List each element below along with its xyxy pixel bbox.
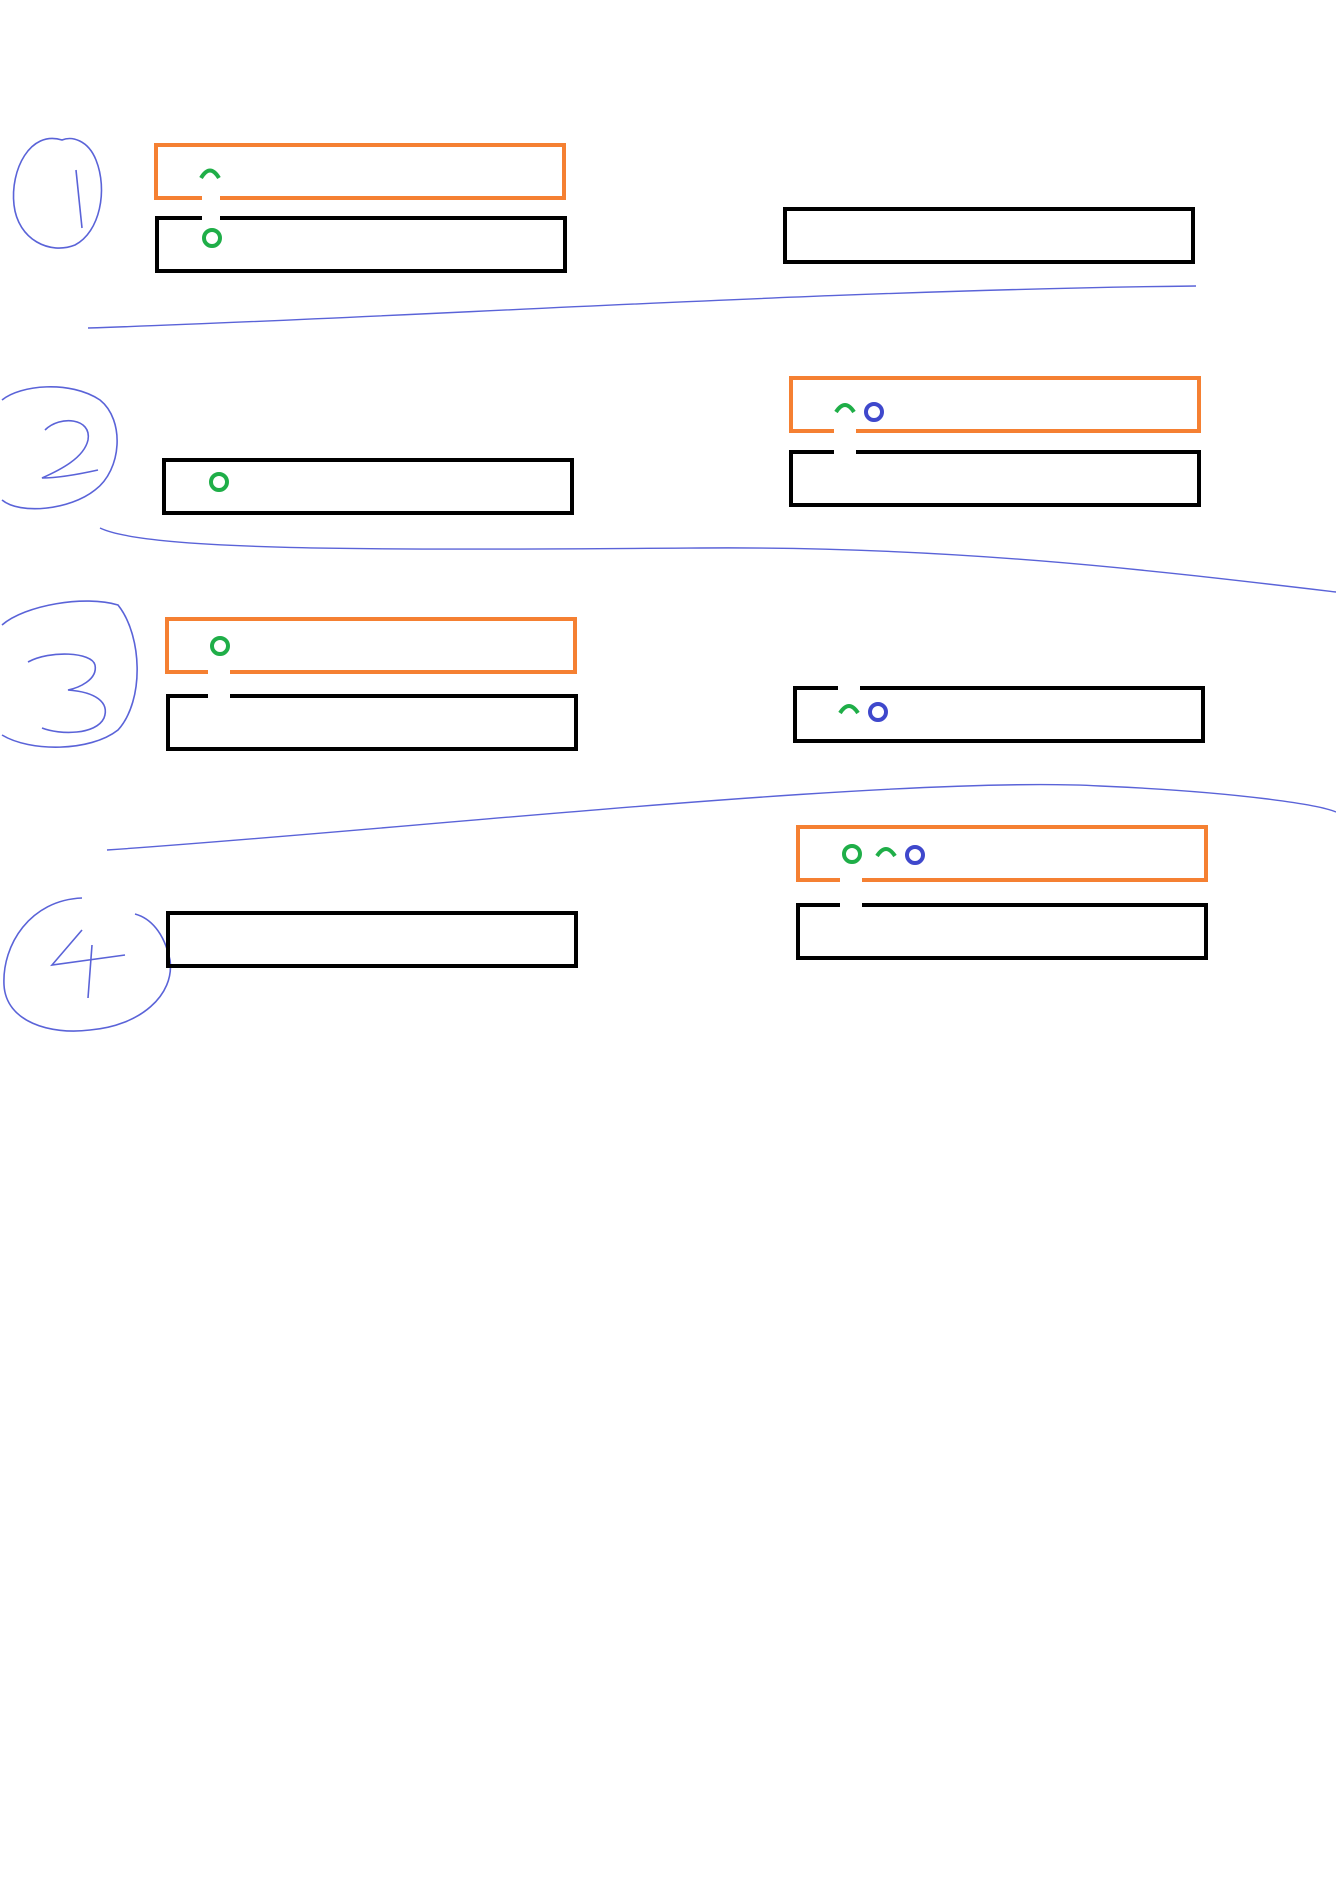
green-circle-icon (209, 472, 229, 492)
green-caret-icon (199, 168, 221, 180)
connector-gap (838, 682, 860, 692)
black-box (166, 911, 578, 968)
connector-gap (834, 427, 856, 457)
black-box (783, 207, 1195, 264)
black-box (155, 216, 567, 273)
step-1-number (12, 137, 103, 249)
black-box (796, 903, 1208, 960)
green-circle-icon (842, 844, 862, 864)
step-3-number (1, 600, 138, 748)
green-circle-icon (202, 228, 222, 248)
connector-gap (208, 668, 230, 700)
green-caret-icon (875, 847, 897, 858)
black-box (789, 450, 1201, 507)
step-4-number (3, 897, 172, 1032)
blue-circle-icon (868, 702, 888, 722)
orange-box (796, 825, 1208, 882)
step-3-circle (1, 600, 138, 748)
separator-line-3 (106, 783, 1336, 851)
connector-gap (840, 876, 862, 909)
green-caret-icon (838, 704, 860, 715)
step-2-right-group (789, 376, 1201, 507)
step-4-digit (50, 929, 126, 999)
orange-box (789, 376, 1201, 433)
step-2-digit (41, 419, 99, 479)
step-1-circle (12, 137, 103, 249)
step-3-digit (27, 653, 107, 734)
orange-box (165, 617, 577, 674)
orange-box (154, 143, 566, 200)
blue-circle-icon (905, 845, 925, 865)
blue-circle-icon (864, 402, 884, 422)
green-circle-icon (210, 636, 230, 656)
black-box (166, 694, 578, 751)
step-1-digit (75, 169, 83, 229)
step-1-left-group (154, 143, 567, 273)
black-box (162, 458, 574, 515)
connector-gap (202, 194, 220, 224)
step-4-right-group (796, 825, 1208, 960)
green-caret-icon (834, 403, 856, 414)
step-3-left-group (165, 617, 578, 751)
step-4-left-group (166, 911, 578, 968)
step-1-right-group (783, 207, 1195, 264)
step-2-circle (1, 386, 118, 510)
step-2-left-group (162, 458, 574, 515)
separator-line-1 (87, 285, 1197, 329)
black-box (793, 686, 1205, 743)
separator-line-2 (99, 527, 1336, 593)
step-4-circle (3, 897, 172, 1032)
step-3-right-group (793, 682, 1205, 743)
step-2-number (1, 386, 118, 510)
